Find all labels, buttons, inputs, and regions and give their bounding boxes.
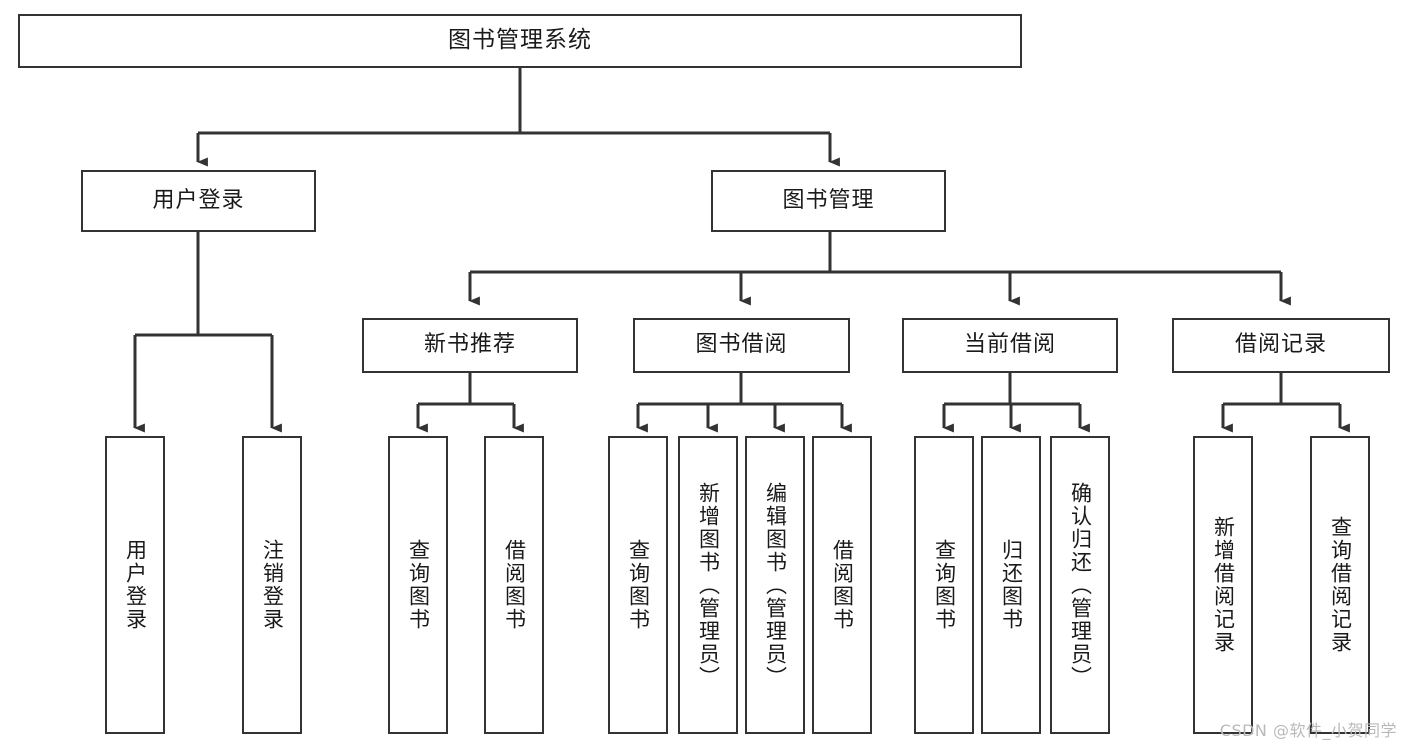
node-leaf-query-book-borrow[interactable]: 查询图书 [608, 436, 668, 734]
node-leaf-query-record[interactable]: 查询借阅记录 [1310, 436, 1370, 734]
node-book-manage[interactable]: 图书管理 [711, 170, 946, 232]
node-borrow-record[interactable]: 借阅记录 [1172, 318, 1390, 373]
node-leaf-query-book-recommend[interactable]: 查询图书 [388, 436, 448, 734]
node-leaf-confirm-return[interactable]: 确认归还（管理员） [1050, 436, 1110, 734]
csdn-watermark: CSDN @软件_小贺同学 [1219, 721, 1397, 740]
node-leaf-query-book-current[interactable]: 查询图书 [914, 436, 974, 734]
node-leaf-user-login[interactable]: 用户登录 [105, 436, 165, 734]
node-leaf-return-book[interactable]: 归还图书 [981, 436, 1041, 734]
node-leaf-borrow-book[interactable]: 借阅图书 [812, 436, 872, 734]
node-book-borrow[interactable]: 图书借阅 [633, 318, 850, 373]
node-root-system[interactable]: 图书管理系统 [18, 14, 1022, 68]
node-user-login[interactable]: 用户登录 [81, 170, 316, 232]
node-leaf-add-book[interactable]: 新增图书（管理员） [678, 436, 738, 734]
node-current-borrow[interactable]: 当前借阅 [902, 318, 1118, 373]
node-leaf-edit-book[interactable]: 编辑图书（管理员） [745, 436, 805, 734]
node-leaf-logout-login[interactable]: 注销登录 [242, 436, 302, 734]
node-new-book-recommend[interactable]: 新书推荐 [362, 318, 578, 373]
node-leaf-borrow-book-recommend[interactable]: 借阅图书 [484, 436, 544, 734]
node-leaf-add-record[interactable]: 新增借阅记录 [1193, 436, 1253, 734]
